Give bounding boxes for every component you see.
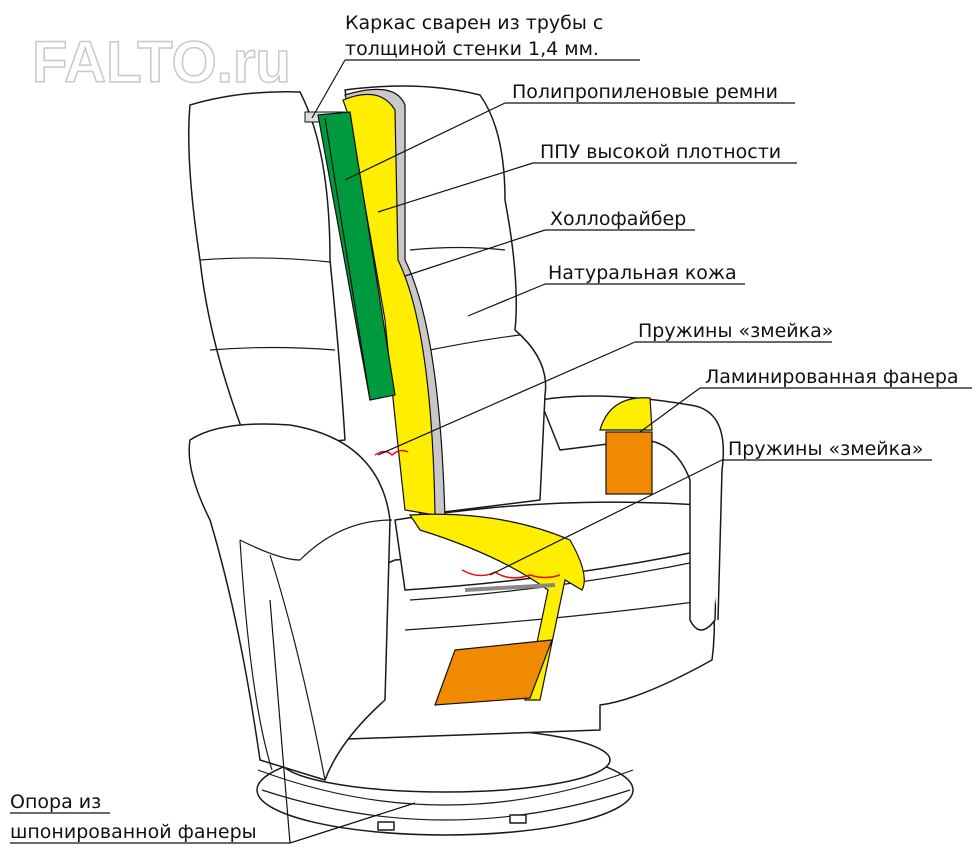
label-plywood-laminated: Ламинированная фанера: [705, 366, 959, 388]
leader-lines: [10, 59, 972, 844]
label-hollofiber: Холлофайбер: [550, 208, 686, 230]
label-foam: ППУ высокой плотности: [540, 141, 781, 163]
label-belts: Полипропиленовые ремни: [512, 81, 778, 103]
back-springs: [374, 449, 409, 457]
laminated-plywood-panel: [605, 431, 653, 495]
left-backrest: [188, 91, 409, 457]
label-springs-seat: Пружины «змейка»: [728, 438, 923, 460]
label-springs-back: Пружины «змейка»: [638, 320, 833, 342]
backrest: [342, 85, 547, 521]
label-frame-line2: толщиной стенки 1,4 мм.: [345, 38, 599, 60]
swivel-base: [256, 727, 634, 836]
labels: Каркас сварен из трубы с толщиной стенки…: [10, 12, 959, 843]
label-leather: Натуральная кожа: [548, 262, 737, 284]
watermark-logo: FALTO.ru: [32, 30, 291, 95]
plywood-seat-panel: [434, 639, 553, 706]
seat-springs: [461, 569, 561, 579]
label-base-line2: шпонированной фанеры: [10, 821, 257, 843]
left-armrest: [188, 423, 393, 781]
right-armrest: [539, 395, 725, 631]
polypropylene-belts: [317, 111, 396, 401]
seat-section: [408, 513, 585, 706]
label-frame-line1: Каркас сварен из трубы с: [345, 12, 603, 34]
label-base-line1: Опора из: [10, 791, 101, 813]
